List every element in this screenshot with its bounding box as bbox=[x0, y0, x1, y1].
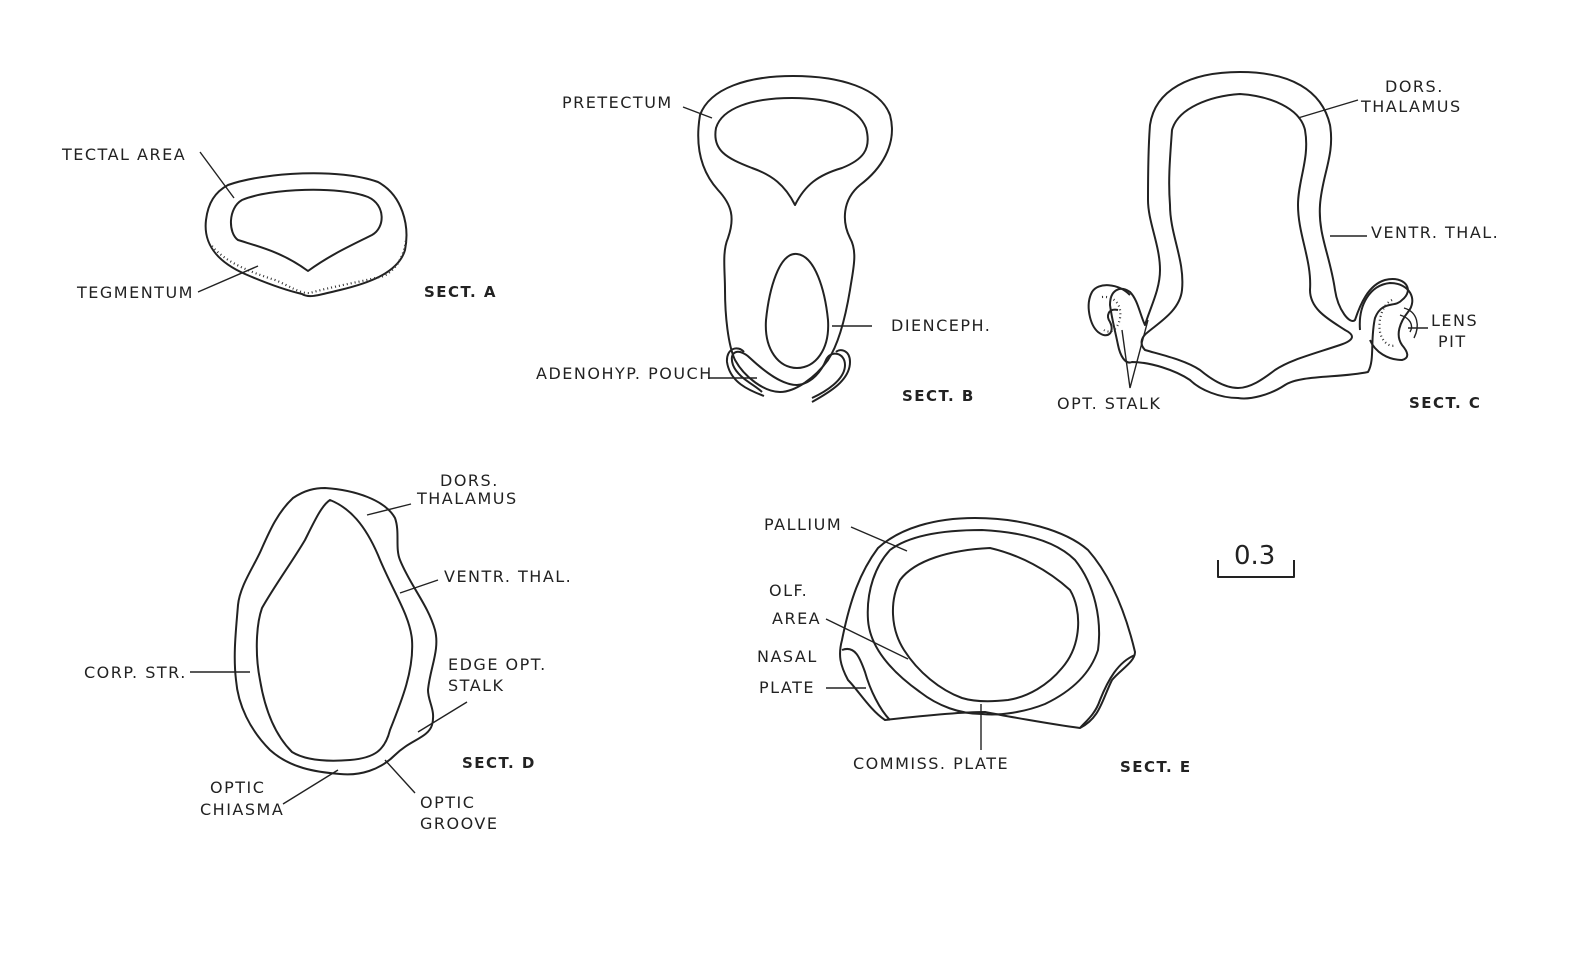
section-e-outer-wall bbox=[839, 517, 1136, 729]
section-d-ventricle bbox=[255, 499, 414, 762]
section-b: PRETECTUM DIENCEPH. ADENOHYP. POUCH SECT… bbox=[536, 75, 991, 405]
section-d-outer-wall bbox=[233, 487, 438, 776]
label-edge-opt-stalk-line1: EDGE OPT. bbox=[448, 655, 547, 674]
section-a-tegmentum-stipple bbox=[211, 239, 408, 295]
section-c-outer-wall bbox=[1109, 71, 1409, 400]
label-tectal-area: TECTAL AREA bbox=[61, 145, 186, 164]
leader-edge-opt-stalk bbox=[417, 701, 468, 733]
label-lens-pit-line2: PIT bbox=[1438, 332, 1467, 351]
section-b-adenohyp-pouch bbox=[730, 350, 846, 399]
section-b-caption: SECT. B bbox=[902, 387, 975, 405]
label-opt-stalk: OPT. STALK bbox=[1057, 394, 1161, 413]
section-e-pallium-inner bbox=[866, 529, 1101, 716]
section-c-left-lens-pit-stipple bbox=[1101, 295, 1122, 333]
section-e-ventricle bbox=[891, 547, 1080, 703]
leader-ventr-thal-d bbox=[399, 579, 439, 594]
label-dors-thalamus-c-line2: THALAMUS bbox=[1360, 97, 1462, 116]
scale-bar-label: 0.3 bbox=[1234, 541, 1275, 571]
leader-opt-stalk bbox=[1121, 319, 1149, 389]
leader-optic-chiasma bbox=[282, 769, 339, 805]
section-b-upper-ventricle bbox=[714, 97, 869, 206]
section-b-outer-wall bbox=[697, 75, 893, 393]
section-b-lower-ventricle bbox=[764, 253, 830, 369]
section-a-caption: SECT. A bbox=[424, 283, 497, 301]
section-a-ventricle bbox=[230, 188, 383, 272]
leader-olf-area bbox=[825, 618, 909, 660]
section-e-nasal-plate-right bbox=[1079, 654, 1136, 729]
scale-bar-line bbox=[1217, 560, 1295, 578]
section-c-caption: SECT. C bbox=[1409, 394, 1481, 412]
section-d-caption: SECT. D bbox=[462, 754, 536, 772]
label-optic-groove-line1: OPTIC bbox=[420, 793, 475, 812]
label-olf-area-line1: OLF. bbox=[769, 581, 808, 600]
label-tegmentum: TEGMENTUM bbox=[76, 283, 194, 302]
label-lens-pit-line1: LENS bbox=[1431, 311, 1478, 330]
leader-optic-groove bbox=[384, 759, 416, 794]
section-c-right-optic-cup bbox=[1358, 282, 1414, 361]
label-dors-thalamus-d-line2: THALAMUS bbox=[416, 489, 518, 508]
label-edge-opt-stalk-line2: STALK bbox=[448, 676, 505, 695]
section-c-ventricle bbox=[1140, 93, 1353, 389]
label-nasal-plate-line1: NASAL bbox=[757, 647, 818, 666]
label-commiss-plate: COMMISS. PLATE bbox=[853, 754, 1009, 773]
label-corp-str: CORP. STR. bbox=[84, 663, 187, 682]
label-pallium: PALLIUM bbox=[764, 515, 842, 534]
scale-bar: 0.3 bbox=[1217, 541, 1295, 578]
section-c-lens-pit-arcs bbox=[1399, 307, 1418, 339]
label-ventr-thal-d: VENTR. THAL. bbox=[444, 567, 572, 586]
leader-tectal-area bbox=[199, 151, 235, 199]
leader-dors-thalamus-d bbox=[366, 503, 412, 516]
section-b-adenohyp-pouch-inner bbox=[725, 347, 851, 403]
leader-tegmentum bbox=[197, 265, 259, 293]
label-olf-area-line2: AREA bbox=[772, 609, 821, 628]
label-pretectum: PRETECTUM bbox=[562, 93, 673, 112]
section-c: DORS. THALAMUS VENTR. THAL. LENS PIT OPT… bbox=[1057, 71, 1499, 413]
section-e-caption: SECT. E bbox=[1120, 758, 1192, 776]
label-dienceph: DIENCEPH. bbox=[891, 316, 991, 335]
label-optic-chiasma-line2: CHIASMA bbox=[200, 800, 284, 819]
section-d: DORS. THALAMUS VENTR. THAL. CORP. STR. E… bbox=[84, 471, 572, 833]
label-adenohyp-pouch: ADENOHYP. POUCH bbox=[536, 364, 713, 383]
leader-dors-thalamus-c bbox=[1297, 99, 1359, 119]
leader-pallium bbox=[850, 526, 908, 552]
section-e: PALLIUM OLF. AREA NASAL PLATE COMMISS. P… bbox=[757, 515, 1192, 776]
section-a: TECTAL AREA TEGMENTUM SECT. A bbox=[61, 145, 497, 302]
label-ventr-thal-c: VENTR. THAL. bbox=[1371, 223, 1499, 242]
section-a-outer-wall bbox=[204, 172, 408, 298]
label-dors-thalamus-c-line1: DORS. bbox=[1385, 77, 1444, 96]
label-optic-groove-line2: GROOVE bbox=[420, 814, 498, 833]
section-c-right-lens-pit-stipple bbox=[1378, 299, 1397, 347]
leader-pretectum bbox=[682, 106, 713, 119]
section-c-left-optic-cup bbox=[1087, 284, 1131, 337]
section-e-nasal-plate-left bbox=[841, 647, 891, 721]
label-optic-chiasma-line1: OPTIC bbox=[210, 778, 265, 797]
label-dors-thalamus-d-line1: DORS. bbox=[440, 471, 499, 490]
label-nasal-plate-line2: PLATE bbox=[759, 678, 815, 697]
